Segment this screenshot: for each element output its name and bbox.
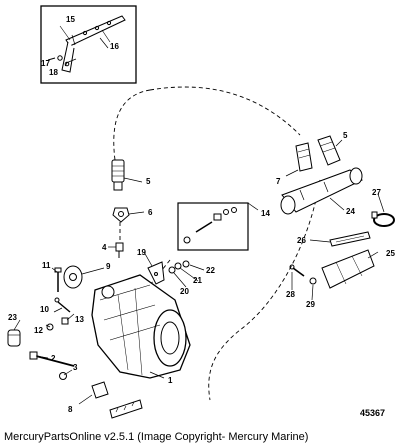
callout-11: 11: [42, 261, 51, 270]
switch-4: [115, 242, 124, 258]
bolt-10: [54, 297, 71, 313]
nut-21: [174, 262, 182, 270]
callout-labels: 1 2 3 4 5 5 6 7 8 9 10 11 12 13 14 15 16…: [8, 15, 395, 414]
callout-27: 27: [372, 188, 381, 197]
callout-26: 26: [297, 236, 306, 245]
callout-2: 2: [51, 354, 56, 363]
callout-20: 20: [180, 287, 189, 296]
bolt-11: [54, 267, 62, 292]
washer-29: [309, 277, 317, 285]
callout-25: 25: [386, 249, 395, 258]
shield-26: [329, 231, 371, 247]
callout-15: 15: [66, 15, 75, 24]
bolt-2: [29, 351, 75, 367]
adapter-6: [112, 207, 130, 223]
callout-21: 21: [193, 276, 202, 285]
callout-4: 4: [102, 243, 107, 252]
callout-18: 18: [49, 68, 58, 77]
callout-7: 7: [276, 177, 281, 186]
fastener-kit-14: [177, 202, 249, 251]
callout-12: 12: [34, 326, 43, 335]
image-caption: MercuryPartsOnline v2.5.1 (Image Copyrig…: [4, 431, 309, 443]
callout-8: 8: [68, 405, 73, 414]
callout-3: 3: [73, 363, 78, 372]
callout-1: 1: [168, 376, 173, 385]
callout-9: 9: [106, 262, 111, 271]
pressure-sender-5-left: [111, 159, 125, 191]
bracket-19: [147, 261, 165, 285]
flange-9: [63, 265, 83, 289]
nut-13: [61, 317, 69, 325]
callout-19: 19: [137, 248, 146, 257]
leader-lines: [13, 34, 385, 405]
callout-29: 29: [306, 300, 315, 309]
pressure-sender-5-right: [317, 135, 341, 166]
callout-5b: 5: [343, 131, 348, 140]
water-manifold-24: [280, 167, 363, 215]
callout-13: 13: [75, 315, 84, 324]
callout-10: 10: [40, 305, 49, 314]
callout-17: 17: [41, 59, 50, 68]
sender-7: [295, 142, 313, 172]
callout-24: 24: [346, 207, 355, 216]
hose-clamp-27: [371, 211, 395, 227]
callout-6: 6: [148, 208, 153, 217]
sender-8: [91, 381, 143, 419]
transmission-housing-1: [91, 274, 191, 379]
callout-5a: 5: [146, 177, 151, 186]
callout-22: 22: [206, 266, 215, 275]
nut-12: [46, 323, 54, 331]
callout-14: 14: [261, 209, 270, 218]
bracket-25: [321, 249, 375, 289]
bracket-inset: [40, 5, 137, 84]
callout-16: 16: [110, 42, 119, 51]
plug-23: [7, 329, 21, 347]
figure-number: 45367: [360, 408, 386, 418]
screw-28: [289, 264, 305, 277]
callout-28: 28: [286, 290, 295, 299]
washer-3: [59, 372, 67, 380]
callout-23: 23: [8, 313, 17, 322]
washer-20: [168, 266, 176, 274]
nut-22: [182, 260, 190, 268]
